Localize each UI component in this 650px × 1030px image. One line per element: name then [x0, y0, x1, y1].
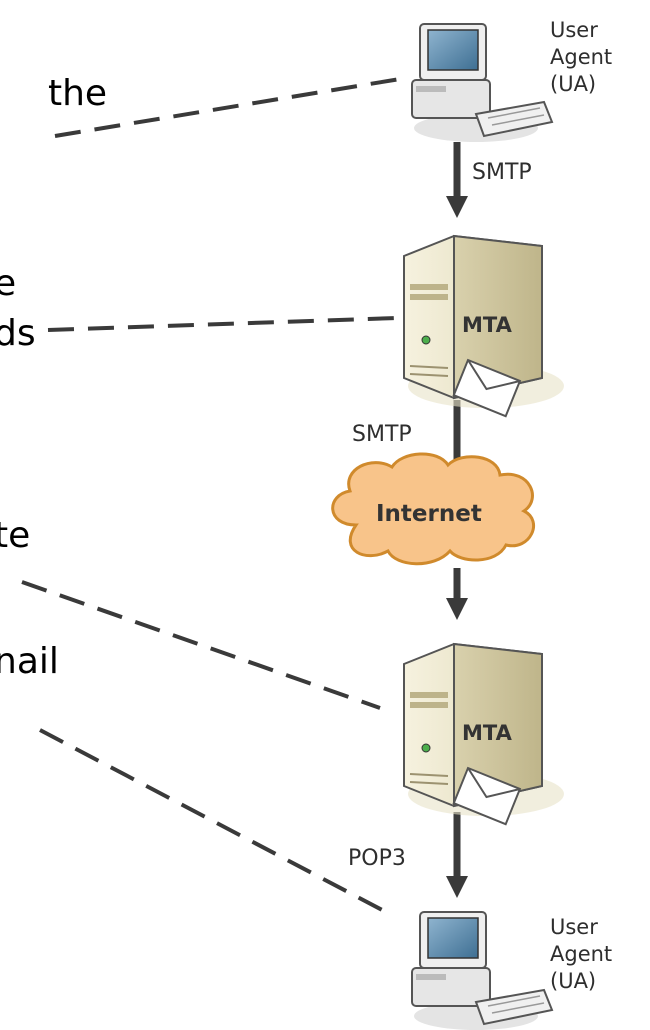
server-icon: MTA [403, 234, 564, 418]
fragment-e: e [0, 263, 17, 304]
dash-line-4 [39, 728, 387, 914]
ua-bottom-line-1: User [550, 915, 598, 939]
dash-line-2 [47, 316, 397, 332]
internet-label: Internet [376, 501, 482, 527]
ua-top-line-3: (UA) [550, 72, 597, 96]
ua-top-line-1: User [550, 18, 598, 42]
fragment-the: the [48, 73, 108, 114]
ua-top-line-2: Agent [550, 45, 613, 69]
dash-line-3 [21, 580, 381, 710]
mta-bottom-label: MTA [462, 721, 513, 745]
server-icon: MTA [403, 642, 564, 826]
flow-arrows [446, 142, 468, 898]
ua-bottom-line-2: Agent [550, 942, 613, 966]
computer-icon [411, 23, 554, 142]
fragment-nail: nail [0, 641, 59, 682]
computer-icon [411, 911, 554, 1030]
protocol-smtp-ua-mta: SMTP [472, 160, 532, 185]
fragment-te: te [0, 515, 31, 556]
fragment-ds: ds [0, 313, 36, 354]
ua-bottom-line-3: (UA) [550, 969, 597, 993]
protocol-pop3: POP3 [348, 846, 406, 871]
mta-top-label: MTA [462, 313, 513, 337]
user-agent-bottom-label: User Agent (UA) [550, 914, 612, 995]
dash-line-1 [54, 76, 407, 138]
user-agent-top-label: User Agent (UA) [550, 17, 612, 98]
protocol-smtp-mta-internet: SMTP [352, 422, 412, 447]
internet-cloud: Internet [331, 452, 536, 566]
dashed-connectors [21, 76, 407, 914]
